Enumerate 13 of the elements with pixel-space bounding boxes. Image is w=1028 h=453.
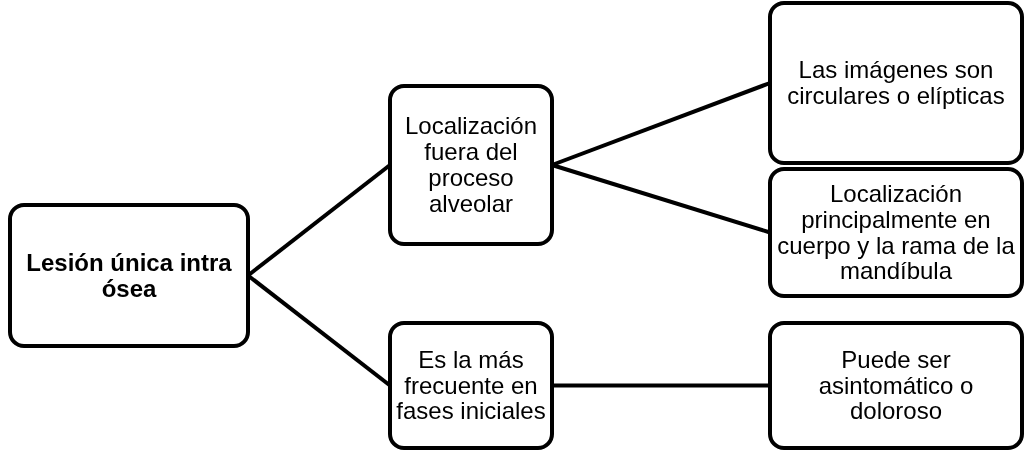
box-text: Lesión única intra ósea [25, 249, 233, 302]
box-text: Es la más frecuente en fases iniciales [395, 346, 547, 425]
rounded-box [768, 167, 1024, 298]
connector-line [552, 383, 770, 388]
rounded-box [768, 1, 1024, 165]
box-text: Localización fuera del proceso alveolar [403, 113, 539, 217]
rounded-box [388, 84, 554, 246]
rounded-box [8, 203, 250, 348]
box-text: Las imágenes son circulares o elípticas [786, 57, 1006, 109]
rounded-box [768, 321, 1024, 450]
box-text: Puede ser asintomático o doloroso [817, 346, 975, 425]
box-text: Localización principalmente en cuerpo y la rama de la mandíbula [776, 180, 1016, 285]
rounded-box [388, 321, 554, 450]
